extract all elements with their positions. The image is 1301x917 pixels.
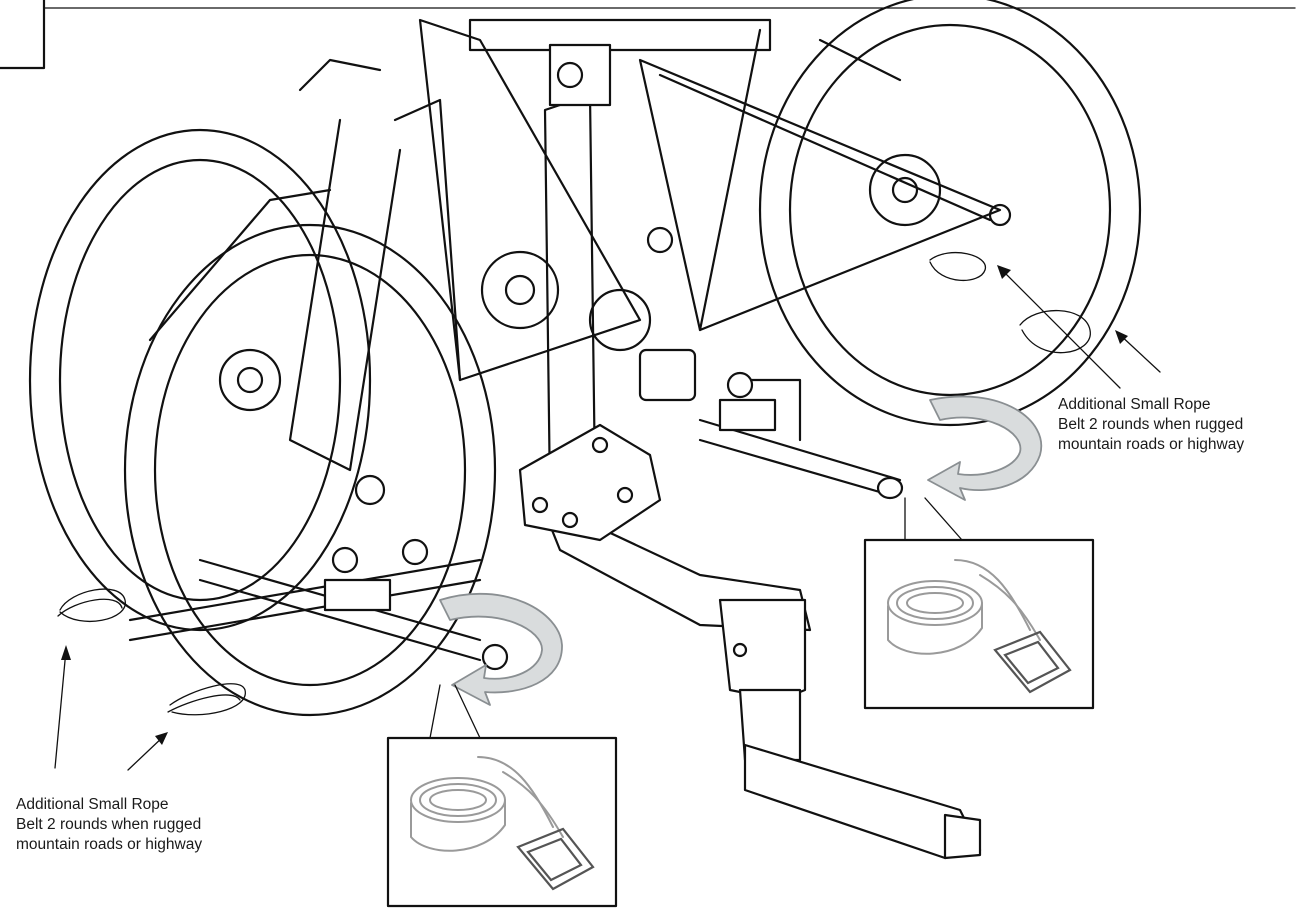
- rope-loops: [57, 252, 1091, 716]
- callout-text-right: Additional Small Rope Belt 2 rounds when…: [1058, 396, 1245, 453]
- rack-knobs: [331, 61, 754, 574]
- strap-direction-arrows: [439, 395, 1043, 706]
- left-inset: [386, 736, 618, 908]
- mounting-plate: [518, 423, 662, 542]
- page-frame: [0, 0, 1296, 70]
- right-curved-arrow-icon: [927, 395, 1043, 501]
- front-bike: [28, 18, 642, 717]
- support-arms: [128, 378, 904, 671]
- callout-text-left: Additional Small Rope Belt 2 rounds when…: [16, 796, 203, 853]
- inset-leaders: [429, 497, 963, 739]
- strap-with-buckle-icon: [887, 559, 1072, 694]
- pointer-arrows: [54, 265, 1161, 771]
- strap-with-buckle-icon: [410, 756, 595, 891]
- left-curved-arrow-icon: [439, 592, 563, 706]
- rear-bike: [588, 0, 1142, 427]
- right-inset: [863, 538, 1095, 710]
